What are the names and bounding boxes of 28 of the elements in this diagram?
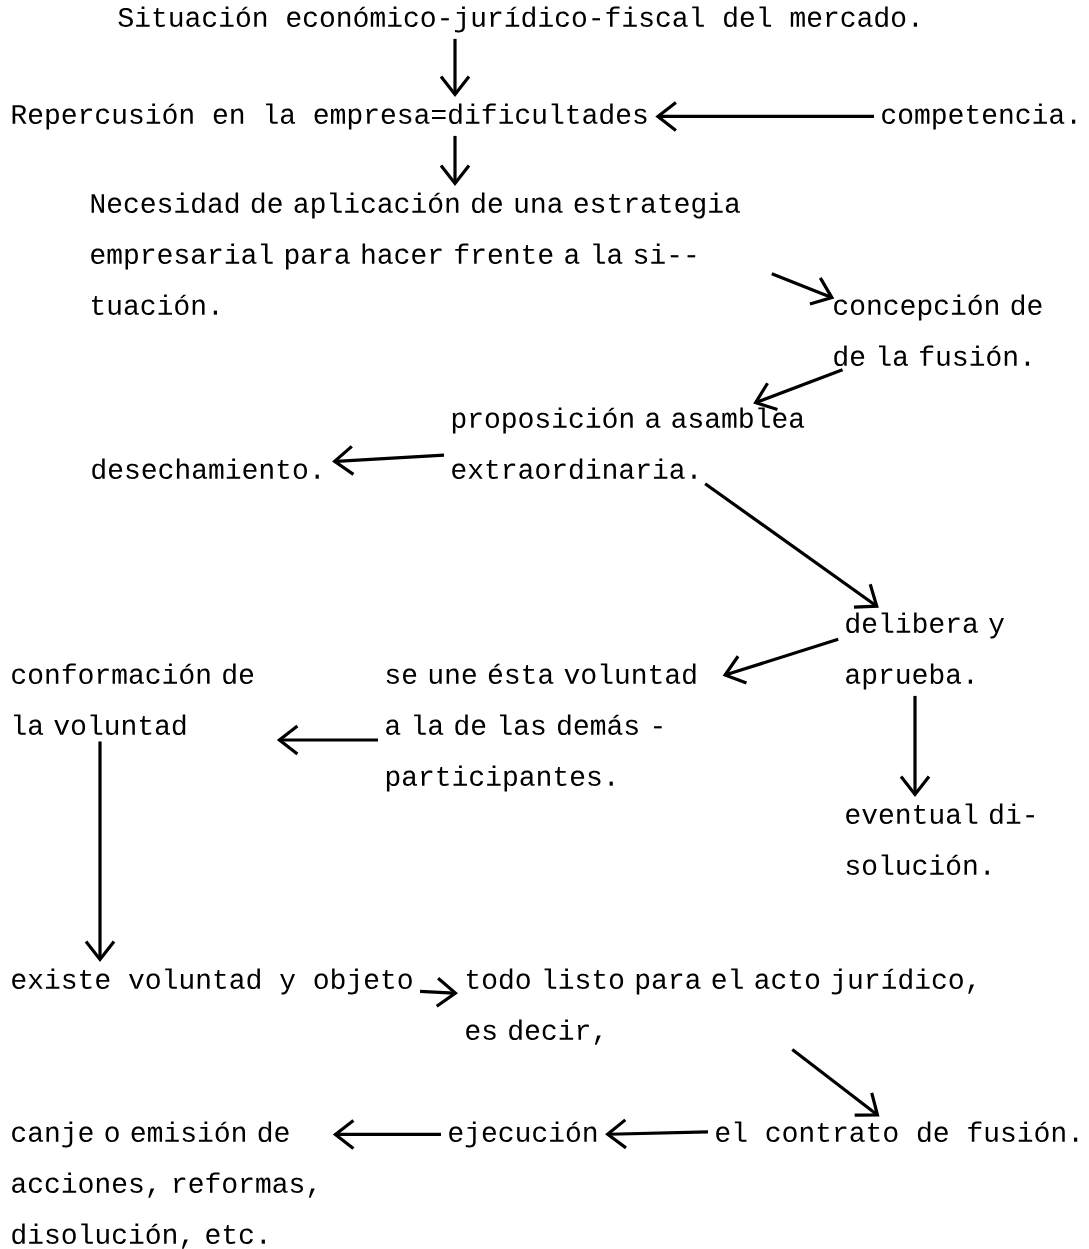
flow-text: se une ésta voluntad a la de las demás - participantes. [386,663,696,792]
flow-text: Repercusión en la empresa=dificultades [12,103,647,130]
flow-text: Necesidad de aplicación de una estrategia empresarial para hacer frente a la si-- tuación. [91,192,740,315]
flow-text: eventual di- solución. [846,803,1034,875]
flow-text: concepción de de la fusión. [834,294,1042,367]
flow-text: Situación económico-jurídico-fiscal del mercado. [118,6,917,33]
flow-text: todo listo para el acto jurídico, es decir, [466,968,975,1045]
arrow [771,272,835,306]
arrow [332,445,445,476]
arrow [84,741,116,962]
flow-text: existe voluntad y objeto [12,968,412,995]
arrow [753,368,844,411]
arrow [655,101,874,132]
flow-text: proposición a asamblea extraordinaria. [452,407,805,480]
flow-text: desechamiento. [92,458,319,480]
arrow [899,695,931,797]
arrow [704,482,879,609]
flow-text: conformación de la voluntad [12,663,254,736]
arrow [722,637,839,685]
flow-text: competencia. [882,103,1076,130]
arrow [605,1118,709,1150]
arrow [332,1119,441,1150]
flow-text: el contrato de fusión. [716,1121,1078,1143]
arrow [276,724,378,756]
flow-text: ejecución [449,1121,597,1148]
flow-text: delibera y aprueba. [846,612,1004,690]
flow-text: canje o emisión de acciones, reformas, disolución, etc. [12,1121,315,1249]
arrow [791,1048,880,1117]
